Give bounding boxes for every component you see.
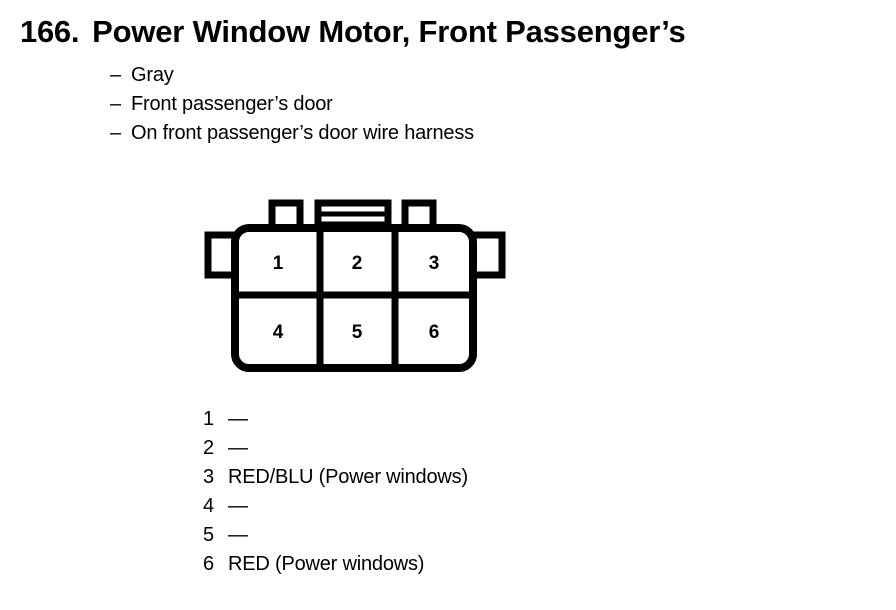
connector-number: 166. bbox=[20, 14, 80, 49]
spec-item-label: Front passenger’s door bbox=[131, 93, 333, 115]
pin-legend-description: — bbox=[228, 495, 248, 517]
pin-legend-number: 5 bbox=[203, 524, 215, 546]
pin-legend-description: — bbox=[228, 408, 248, 430]
spec-item: – On front passenger’s door wire harness bbox=[110, 122, 710, 151]
connector-outline-svg: 1 2 3 4 5 6 bbox=[204, 199, 506, 372]
pin-cell-6: 6 bbox=[429, 322, 440, 343]
pin-legend-number: 1 bbox=[203, 408, 215, 430]
pin-legend-number: 3 bbox=[203, 466, 215, 488]
pin-cell-4: 4 bbox=[273, 322, 284, 343]
pin-cell-1: 1 bbox=[273, 253, 284, 274]
pin-legend-description: RED (Power windows) bbox=[228, 553, 425, 575]
pin-legend-number: 6 bbox=[203, 553, 215, 575]
connector-title: Power Window Motor, Front Passenger’s bbox=[92, 14, 686, 49]
pin-cell-2: 2 bbox=[352, 253, 363, 274]
pin-legend-row: 1 — bbox=[203, 408, 623, 437]
pin-legend-number: 2 bbox=[203, 437, 215, 459]
pin-legend-number: 4 bbox=[203, 495, 215, 517]
spec-item: – Gray bbox=[110, 64, 710, 93]
pin-legend-description: — bbox=[228, 437, 248, 459]
pin-legend-row: 5 — bbox=[203, 524, 623, 553]
spec-item-label: On front passenger’s door wire harness bbox=[131, 122, 474, 144]
spec-item: – Front passenger’s door bbox=[110, 93, 710, 122]
pin-legend-row: 6 RED (Power windows) bbox=[203, 553, 623, 582]
pin-legend-row: 2 — bbox=[203, 437, 623, 466]
pin-legend-description: — bbox=[228, 524, 248, 546]
connector-spec-list: – Gray – Front passenger’s door – On fro… bbox=[110, 64, 710, 151]
pin-legend-description: RED/BLU (Power windows) bbox=[228, 466, 468, 488]
bullet-dash-icon: – bbox=[110, 64, 122, 86]
connector-diagram: 1 2 3 4 5 6 bbox=[195, 190, 515, 380]
pin-legend: 1 — 2 — 3 RED/BLU (Power windows) 4 — 5 … bbox=[203, 408, 623, 582]
pin-legend-row: 4 — bbox=[203, 495, 623, 524]
bullet-dash-icon: – bbox=[110, 122, 122, 144]
pin-cell-3: 3 bbox=[429, 253, 440, 274]
page-title: 166. Power Window Motor, Front Passenger… bbox=[20, 14, 890, 58]
spec-item-label: Gray bbox=[131, 64, 174, 86]
pin-cell-5: 5 bbox=[352, 322, 363, 343]
connector-right-ear bbox=[469, 231, 506, 279]
bullet-dash-icon: – bbox=[110, 93, 122, 115]
pin-legend-row: 3 RED/BLU (Power windows) bbox=[203, 466, 623, 495]
